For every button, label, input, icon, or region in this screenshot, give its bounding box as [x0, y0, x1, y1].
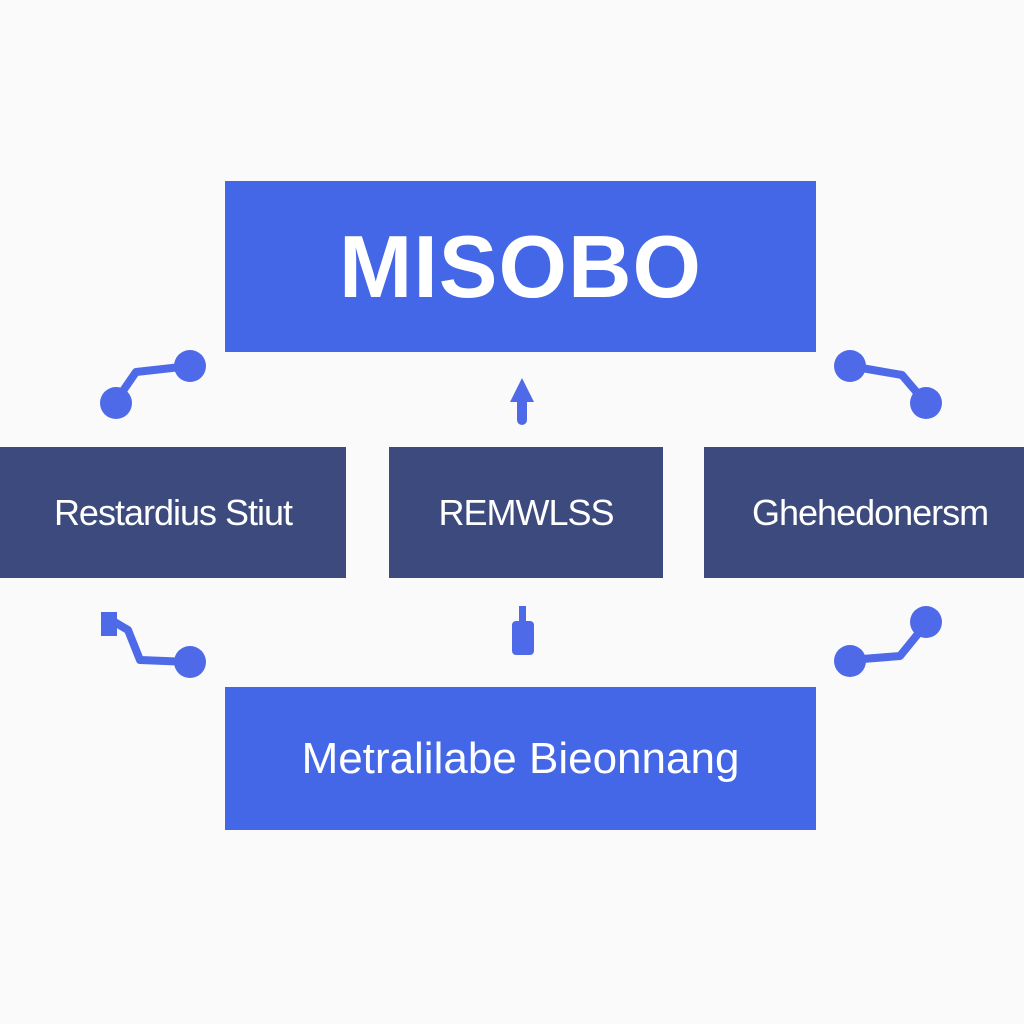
top-node: MISOBO: [225, 181, 816, 352]
top-node-label: MISOBO: [339, 216, 702, 316]
connector-bottom-right: [834, 606, 942, 677]
connector-bottom-center: [512, 606, 534, 655]
middle-node-center: REMWLSS: [389, 447, 663, 578]
middle-node-right-label: Ghehedonersm: [752, 491, 989, 533]
arrow-up-icon: [510, 378, 534, 425]
connector-node-dot: [910, 606, 942, 638]
middle-node-right: Ghehedonersm: [704, 447, 1024, 578]
connector-node-dot: [174, 646, 206, 678]
connector-top-left: [100, 350, 206, 419]
middle-node-left-label: Restardius Stiut: [53, 491, 293, 533]
connector-node-dot: [834, 645, 866, 677]
connector-node-dot: [910, 387, 942, 419]
connector-node-square: [101, 612, 117, 636]
connector-bottom-left: [101, 612, 206, 678]
middle-node-center-label: REMWLSS: [438, 491, 614, 533]
connector-top-right: [834, 350, 942, 419]
connector-node-dot: [174, 350, 206, 382]
bottom-node-label: Metralilabe Bieonnang: [301, 733, 740, 783]
connector-node-dot: [100, 387, 132, 419]
bottom-node: Metralilabe Bieonnang: [225, 687, 816, 830]
middle-node-left: Restardius Stiut: [0, 447, 346, 578]
connector-node-dot: [834, 350, 866, 382]
